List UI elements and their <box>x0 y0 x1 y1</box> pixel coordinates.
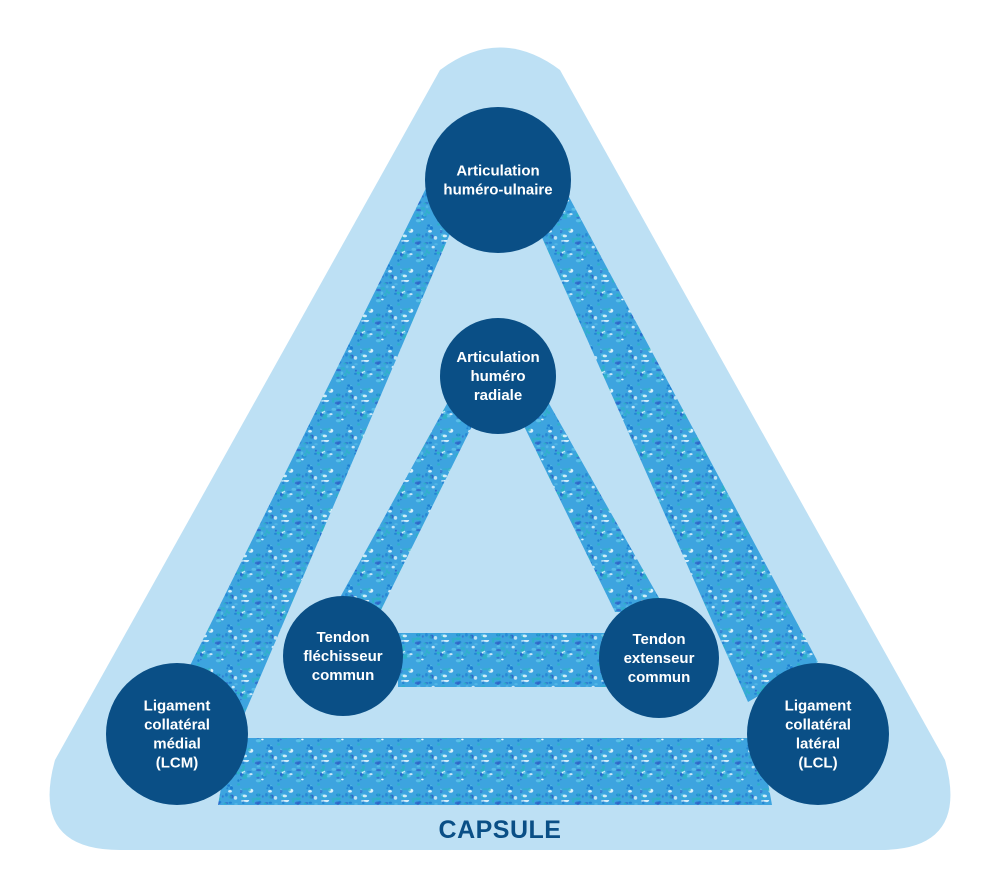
node-label-line: Ligament <box>785 698 852 715</box>
band-outer-left <box>172 180 458 715</box>
node-tendon-flechisseur-commun: Tendon fléchisseur commun <box>283 596 403 716</box>
node-articulation-humero-radiale: Articulation huméro radiale <box>440 318 556 434</box>
node-label-line: Tendon <box>316 629 369 646</box>
node-label: Ligament collatéral latéral (LCL) <box>785 698 852 772</box>
node-label-line: fléchisseur <box>303 648 382 665</box>
node-circle <box>283 596 403 716</box>
node-circle <box>599 598 719 718</box>
band-inner-bottom <box>398 633 606 687</box>
node-label-line: huméro <box>470 368 525 385</box>
node-label-line: latéral <box>796 736 840 753</box>
node-label-line: (LCM) <box>156 755 198 772</box>
node-label-line: Articulation <box>456 163 539 180</box>
node-label-line: collatéral <box>785 717 851 734</box>
node-ligament-collateral-lateral: Ligament collatéral latéral (LCL) <box>747 663 889 805</box>
node-label-line: Articulation <box>456 349 539 366</box>
capsule-label: CAPSULE <box>439 816 562 844</box>
node-label-line: commun <box>628 669 691 686</box>
node-label: Articulation huméro-ulnaire <box>443 163 552 199</box>
node-label-line: collatéral <box>144 717 210 734</box>
node-label-line: huméro-ulnaire <box>443 182 552 199</box>
node-label: Articulation huméro radiale <box>456 349 539 404</box>
node-label: Ligament collatéral médial (LCM) <box>144 698 211 772</box>
node-circle <box>440 318 556 434</box>
node-circle <box>747 663 889 805</box>
node-circle <box>106 663 248 805</box>
band-inner-right <box>521 400 667 612</box>
node-label: Tendon extenseur commun <box>624 631 695 686</box>
node-label: Tendon fléchisseur commun <box>303 629 382 684</box>
node-circle <box>425 107 571 253</box>
node-label-line: (LCL) <box>798 755 837 772</box>
node-label-line: médial <box>153 736 201 753</box>
node-label-line: radiale <box>474 387 522 404</box>
ligament-bands <box>172 180 818 805</box>
band-outer-bottom <box>218 738 772 805</box>
node-label-line: extenseur <box>624 650 695 667</box>
node-label-line: Ligament <box>144 698 211 715</box>
node-label-line: Tendon <box>632 631 685 648</box>
node-ligament-collateral-medial: Ligament collatéral médial (LCM) <box>106 663 248 805</box>
band-inner-left <box>332 400 475 612</box>
node-tendon-extenseur-commun: Tendon extenseur commun <box>599 598 719 718</box>
node-label-line: commun <box>312 667 375 684</box>
node-articulation-humero-ulnaire: Articulation huméro-ulnaire <box>425 107 571 253</box>
band-outer-right <box>532 180 818 702</box>
